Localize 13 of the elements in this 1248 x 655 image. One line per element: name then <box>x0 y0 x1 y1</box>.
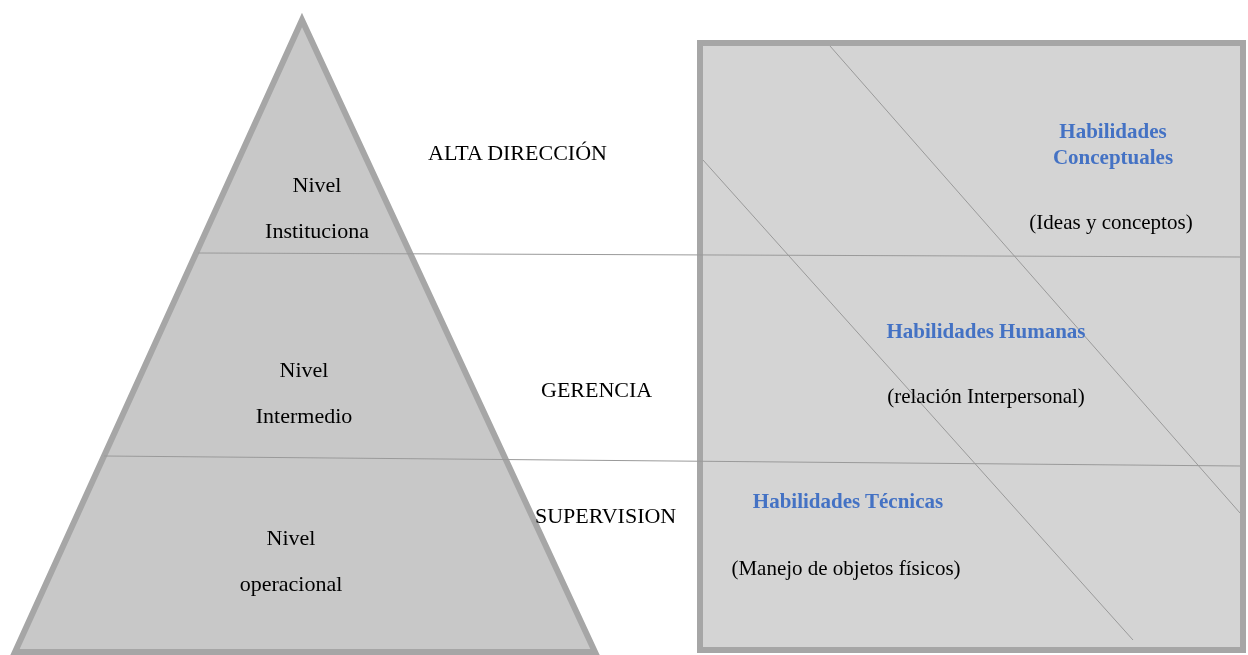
skills-panel <box>697 40 1246 653</box>
skill-heading: Habilidades Técnicas <box>751 488 945 514</box>
skill-heading: Habilidades Conceptuales <box>1051 118 1175 170</box>
management-level-label: ALTA DIRECCIÓN <box>428 140 607 166</box>
level-label: Nivel Instituciona <box>264 171 370 245</box>
level-label: Nivel Intermedio <box>254 356 354 430</box>
skill-description: (Ideas y conceptos) <box>1028 209 1194 235</box>
management-level-label: SUPERVISION <box>535 503 677 529</box>
skill-heading: Habilidades Humanas <box>885 318 1087 344</box>
skill-description: (Manejo de objetos físicos) <box>730 555 962 581</box>
management-level-label: GERENCIA <box>541 377 653 403</box>
skill-description: (relación Interpersonal) <box>886 383 1086 409</box>
level-label: Nivel operacional <box>238 524 344 598</box>
